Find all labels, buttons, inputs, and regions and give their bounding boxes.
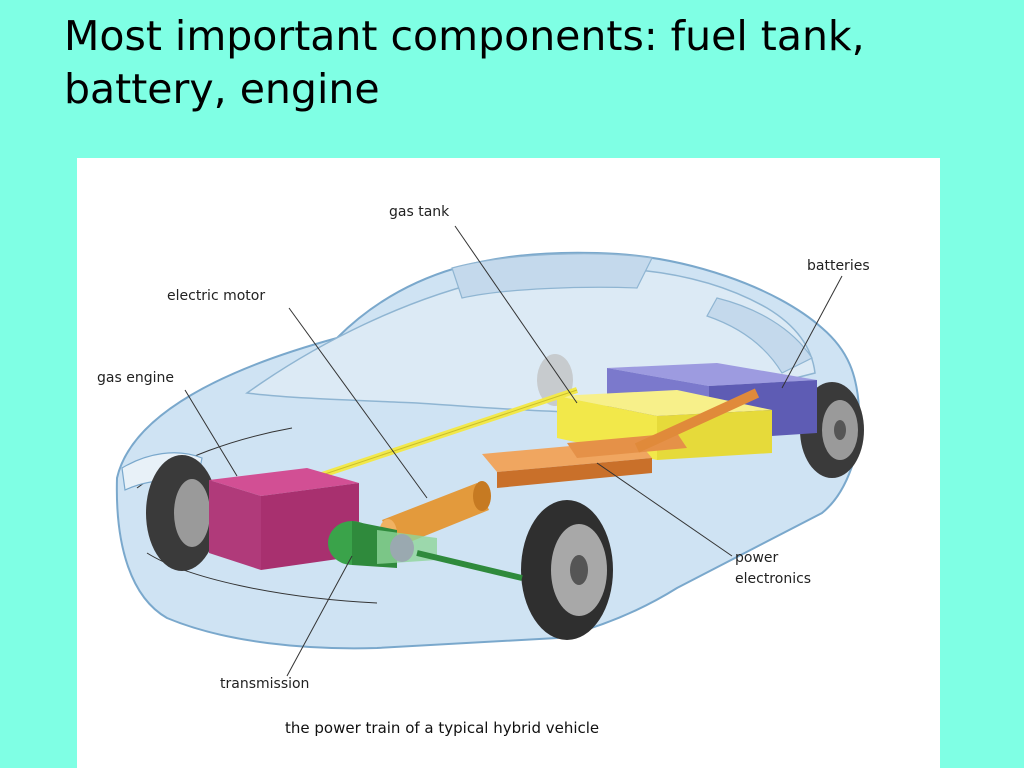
figure-caption: the power train of a typical hybrid vehi… (285, 719, 599, 737)
power-electronics-block (482, 388, 760, 488)
label-gas-tank: gas tank (389, 204, 450, 220)
transmission-block (328, 521, 523, 581)
label-electric-motor: electric motor (167, 288, 265, 304)
hybrid-powertrain-diagram: gas tank batteries electric motor gas en… (97, 204, 870, 737)
label-batteries: batteries (807, 258, 870, 274)
diagram-panel: gas tank batteries electric motor gas en… (77, 158, 940, 768)
label-transmission: transmission (220, 676, 309, 692)
front-right-wheel (521, 500, 613, 640)
leader-lines (184, 225, 843, 677)
gas-engine-block (209, 468, 359, 570)
slide-title: Most important components: fuel tank, ba… (64, 12, 865, 113)
label-electronics: electronics (735, 571, 811, 587)
label-gas-engine: gas engine (97, 370, 174, 386)
label-power: power (735, 550, 779, 566)
front-left-wheel (146, 455, 218, 571)
